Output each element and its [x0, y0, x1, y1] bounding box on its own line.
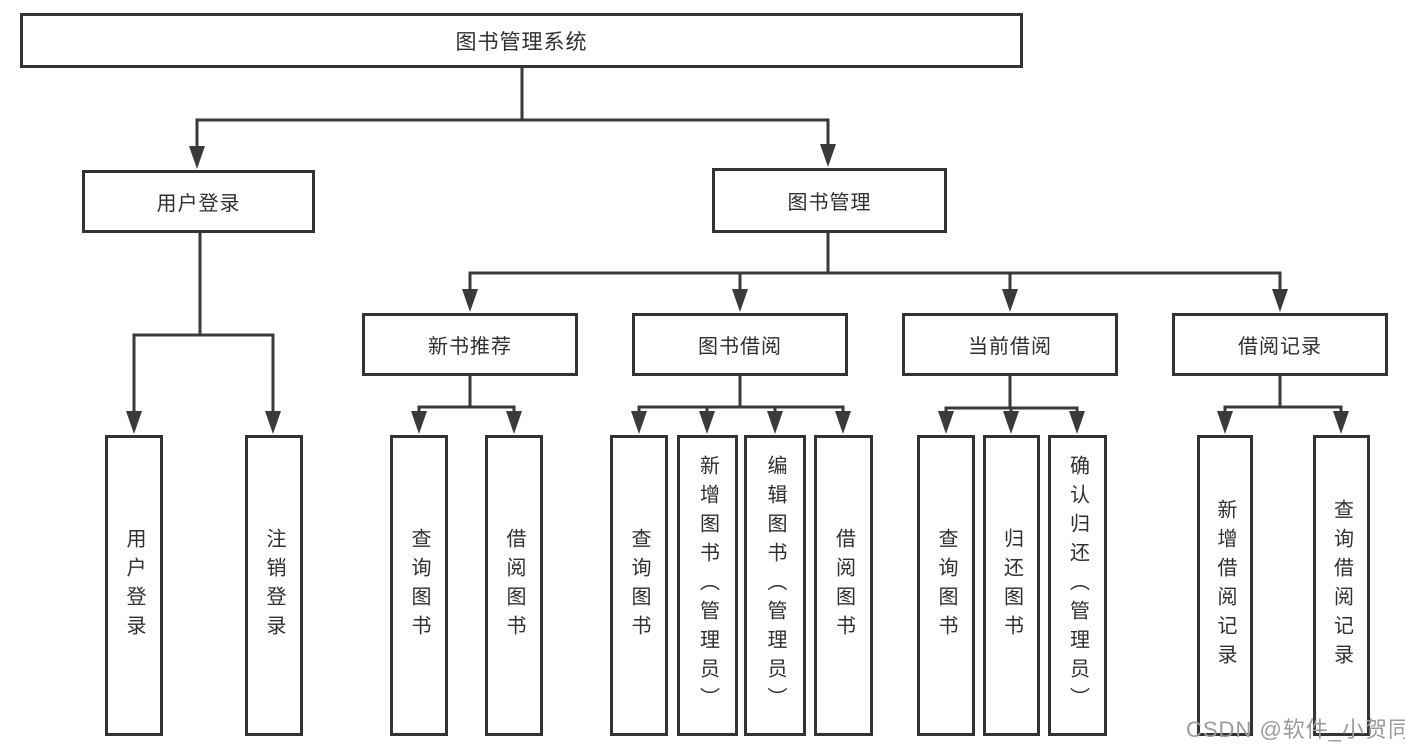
leaf-return-books: 归还图书: [983, 435, 1040, 736]
node-library-management-system: 图书管理系统: [20, 13, 1023, 68]
node-current-borrow: 当前借阅: [902, 313, 1118, 376]
leaf-edit-books-admin: 编辑图书（管理员）: [744, 435, 806, 736]
node-book-borrow: 图书借阅: [632, 313, 848, 376]
leaf-add-books-admin: 新增图书（管理员）: [677, 435, 738, 736]
leaf-add-borrow-record: 新增借阅记录: [1197, 435, 1253, 736]
csdn-watermark: CSDN @软件_小贺同学: [1186, 717, 1405, 742]
node-new-book-recommend: 新书推荐: [362, 313, 578, 376]
leaf-query-books-recommend: 查询图书: [390, 435, 448, 736]
leaf-query-borrow-record: 查询借阅记录: [1313, 435, 1370, 736]
node-book-management: 图书管理: [712, 168, 947, 233]
leaf-logout: 注销登录: [245, 435, 303, 736]
leaf-query-books-current: 查询图书: [917, 435, 975, 736]
leaf-query-books-borrow: 查询图书: [610, 435, 668, 736]
leaf-borrow-books-recommend: 借阅图书: [485, 435, 543, 736]
leaf-borrow-books: 借阅图书: [814, 435, 873, 736]
leaf-user-login: 用户登录: [105, 435, 163, 736]
node-borrow-records: 借阅记录: [1172, 313, 1388, 376]
node-user-login: 用户登录: [82, 170, 315, 233]
leaf-confirm-return-admin: 确认归还（管理员）: [1048, 435, 1107, 736]
